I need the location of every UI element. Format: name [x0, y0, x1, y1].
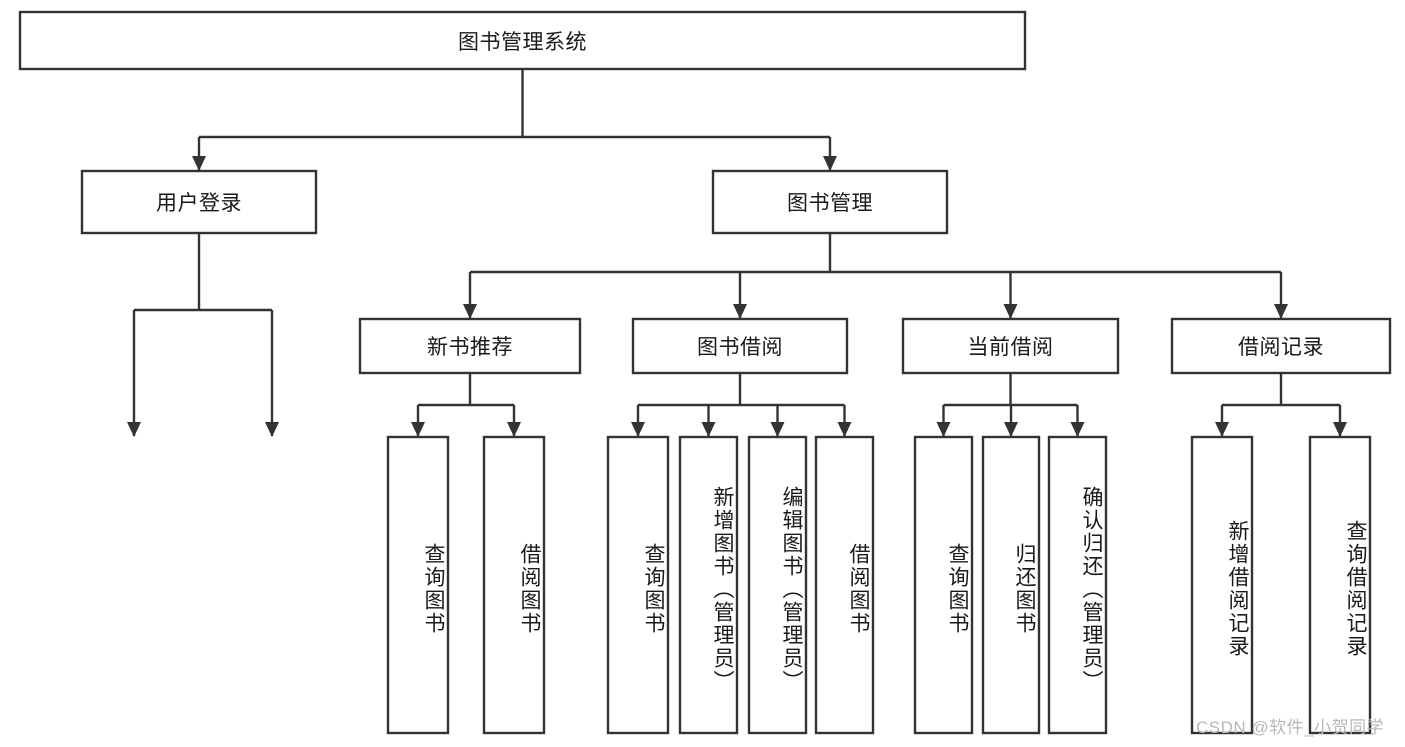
connector-layer [127, 69, 1347, 437]
node-box-query-borrow-record [1308, 435, 1372, 735]
arrow-head [936, 422, 951, 437]
node-box-return-book [981, 435, 1041, 735]
arrow-head [701, 422, 716, 437]
node-box-borrow-book-2 [814, 435, 875, 735]
arrow-head [837, 422, 852, 437]
node-box-book-borrow [631, 317, 849, 375]
node-box-add-book-admin [678, 435, 739, 735]
arrow-head [411, 422, 425, 437]
arrow-head [1215, 422, 1229, 437]
arrow-head [507, 422, 521, 437]
arrow-head [823, 156, 837, 171]
arrow-head [770, 422, 785, 437]
arrow-head [733, 304, 747, 319]
arrow-head [1004, 422, 1018, 437]
arrow-head [463, 304, 477, 319]
node-box-query-book-1 [386, 435, 450, 735]
node-box-query-book-3 [913, 435, 974, 735]
node-box-borrow-book-1 [482, 435, 546, 735]
node-box-new-book-recommend [358, 317, 582, 375]
arrow-head [1274, 304, 1288, 319]
node-box-borrow-records [1170, 317, 1392, 375]
node-box-confirm-return-admin [1047, 435, 1108, 735]
arrow-head [127, 422, 141, 437]
node-box-book-management [711, 169, 949, 235]
box-layer [18, 10, 1392, 735]
node-box-root [18, 10, 1027, 71]
arrow-head [265, 422, 279, 437]
node-box-user-login [80, 169, 318, 235]
arrow-head [1070, 422, 1085, 437]
arrow-head [192, 156, 206, 171]
watermark-text: CSDN @软件_小贺同学 [1196, 718, 1385, 737]
arrow-head [1333, 422, 1347, 437]
node-box-query-book-2 [606, 435, 670, 735]
arrow-head [1003, 304, 1018, 319]
node-box-edit-book-admin [747, 435, 808, 735]
node-box-current-borrow [901, 317, 1120, 375]
node-box-add-borrow-record [1190, 435, 1254, 735]
arrow-head [631, 422, 645, 437]
